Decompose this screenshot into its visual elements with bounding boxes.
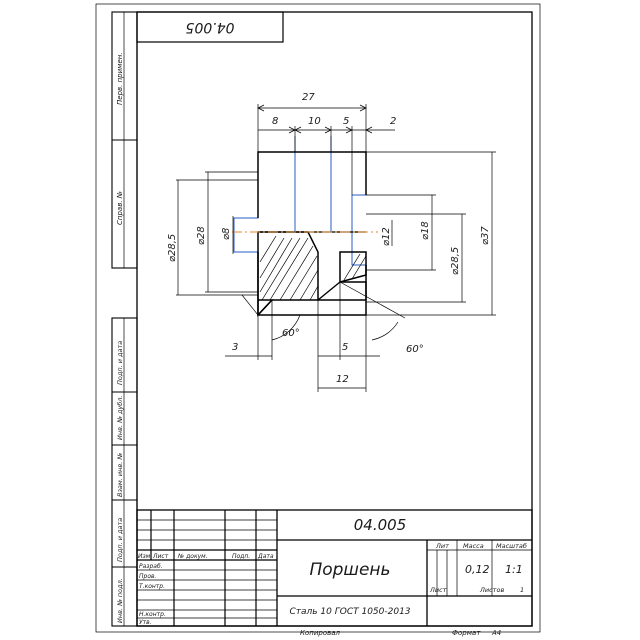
tb-sheets-value: 1 (520, 586, 524, 594)
tb-row-razrab: Разраб. (139, 563, 163, 570)
dim-angle-left: 60° (282, 328, 300, 339)
tb-row-tkontr: Т.контр. (139, 583, 165, 590)
tb-sheets-label: Листов (479, 586, 504, 594)
side-label-perv-primen: Перв. примен. (116, 52, 124, 105)
dim-angle-right: 60° (406, 344, 424, 355)
copied-caption: Копировал (300, 629, 341, 637)
hatched-section (257, 231, 367, 317)
dim-dia28: ⌀28 (196, 226, 207, 245)
tb-lit-header: Лит (435, 542, 449, 550)
piston-drawing (232, 136, 378, 317)
dim-3: 3 (232, 342, 238, 353)
tb-row-nkontr: Н.контр. (139, 611, 166, 618)
dim-5-bottom: 5 (342, 342, 348, 353)
dim-dia18: ⌀18 (420, 221, 431, 240)
dim-dia28-5-right: ⌀28,5 (450, 247, 461, 275)
format-label: Формат (452, 629, 481, 637)
tb-col-sign: Подп. (232, 553, 250, 560)
drawing-frame (136, 11, 533, 627)
tb-row-utv: Утв. (139, 619, 152, 626)
side-label-inv-podl: Инв. № подл. (116, 578, 124, 623)
side-label-podp-data-2: Подп. и дата (116, 518, 124, 562)
side-label-vzam-inv: Взам. инв. № (116, 453, 124, 497)
tb-mass-header: Масса (463, 542, 484, 550)
dim-2: 2 (390, 116, 396, 127)
dimension-lines (176, 104, 496, 392)
dim-5-top: 5 (343, 116, 349, 127)
dim-27: 27 (302, 92, 315, 103)
rotated-drawing-number: 04.005 (185, 19, 234, 35)
tb-mass-value: 0,12 (465, 563, 490, 576)
tb-col-list: Лист (152, 553, 169, 560)
dim-10: 10 (308, 116, 321, 127)
tb-col-docnum: № докум. (177, 553, 208, 560)
side-label-sprav-nomer: Справ. № (116, 191, 124, 225)
sheet-outer-border (95, 3, 541, 633)
dim-dia37: ⌀37 (480, 226, 491, 245)
side-label-inv-dubl: Инв. № дубл. (116, 396, 124, 440)
side-label-podp-data-1: Подп. и дата (116, 341, 124, 385)
tb-sheet-label: Лист (429, 586, 447, 594)
tb-col-izm: Изм (138, 553, 151, 560)
dimension-texts: 27 8 10 5 2 ⌀28,5 ⌀28 ⌀8 ⌀12 ⌀18 ⌀28,5 ⌀… (167, 92, 491, 385)
tb-part-title: Поршень (309, 560, 390, 580)
dim-dia12: ⌀12 (381, 227, 392, 246)
left-side-strip: Перв. примен. Справ. № Подп. и дата Инв.… (111, 11, 138, 627)
title-block: Изм Лист № докум. Подп. Дата Разраб. Про… (136, 509, 533, 627)
dim-8: 8 (272, 116, 278, 127)
tb-drawing-number: 04.005 (354, 516, 407, 534)
format-value: А4 (491, 629, 501, 637)
top-number-box: 04.005 (136, 11, 284, 43)
dim-12: 12 (336, 374, 349, 385)
tb-row-prov: Пров. (139, 573, 157, 580)
tb-scale-header: Масштаб (496, 542, 527, 550)
tb-material: Сталь 10 ГОСТ 1050-2013 (289, 607, 410, 617)
tb-col-date: Дата (257, 553, 274, 560)
dim-dia8: ⌀8 (221, 228, 232, 240)
dim-dia28-5-left: ⌀28,5 (167, 234, 178, 262)
tb-scale-value: 1:1 (505, 563, 523, 576)
